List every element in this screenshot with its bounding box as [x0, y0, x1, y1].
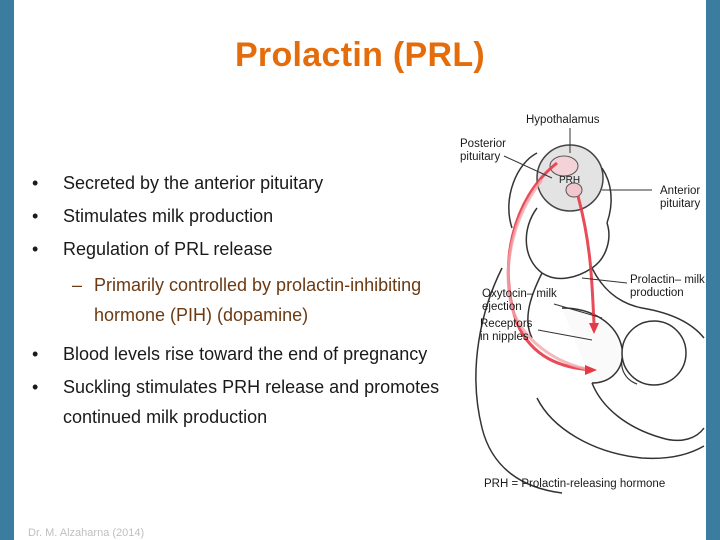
- label-receptors-in-nipples: Receptors in nipples: [480, 318, 533, 343]
- label-prolactin-milk-production: Prolactin– milk production: [630, 274, 705, 299]
- bullet-marker: •: [32, 344, 39, 364]
- sub-bullet-marker: –: [72, 275, 83, 295]
- slide: Prolactin (PRL) • Secreted by the anteri…: [14, 0, 706, 540]
- posterior-pituitary-pointer: [503, 155, 553, 179]
- slide-credit: Dr. M. Alzaharna (2014): [28, 527, 145, 539]
- bullet-list: • Secreted by the anterior pituitary • S…: [32, 168, 452, 435]
- label-hypothalamus: Hypothalamus: [526, 114, 600, 126]
- hypothalamus-shape: [549, 155, 579, 177]
- bullet-item: • Blood levels rise toward the end of pr…: [32, 339, 452, 369]
- sub-bullet-text: Primarily controlled by prolactin-inhibi…: [94, 275, 422, 325]
- bullet-text: Secreted by the anterior pituitary: [63, 173, 324, 193]
- oxytocin-pointer: [553, 303, 603, 319]
- bullet-marker: •: [32, 173, 39, 193]
- bullet-text: Stimulates milk production: [63, 206, 274, 226]
- bullet-text: Blood levels rise toward the end of preg…: [63, 344, 428, 364]
- mother-head-top-outline: [601, 167, 612, 224]
- label-legend: PRH = Prolactin-releasing hormone: [484, 478, 666, 490]
- lactation-diagram: Hypothalamus Posterior pituitary PRH Ant…: [442, 108, 706, 498]
- bullet-marker: •: [32, 239, 39, 259]
- bullet-marker: •: [32, 377, 39, 397]
- baby-head: [621, 320, 687, 386]
- bullet-text: Regulation of PRL release: [63, 239, 273, 259]
- sub-bullet-item: – Primarily controlled by prolactin-inhi…: [32, 270, 452, 330]
- mother-hair-outline: [508, 152, 538, 229]
- receptors-pointer: [537, 329, 593, 341]
- label-prh: PRH: [559, 175, 581, 186]
- prolactin-pointer: [581, 277, 628, 284]
- bullet-item: • Suckling stimulates PRH release and pr…: [32, 372, 452, 432]
- bullet-marker: •: [32, 206, 39, 226]
- bullet-item: • Regulation of PRL release: [32, 234, 452, 264]
- prolactin-arrow: [576, 195, 596, 324]
- oxytocin-arrowhead: [585, 365, 597, 375]
- mother-back-outline: [475, 267, 563, 494]
- mother-shoulder-outline: [591, 267, 705, 339]
- mother-arm-outline: [536, 397, 705, 460]
- mother-face-outline: [525, 207, 610, 280]
- label-oxytocin-milk-ejection: Oxytocin– milk ejection: [482, 288, 557, 313]
- baby-face: [621, 357, 638, 385]
- prolactin-arrowhead: [589, 323, 599, 334]
- bullet-item: • Stimulates milk production: [32, 201, 452, 231]
- nerve-signal-arrow: [506, 179, 593, 372]
- pituitary-shape: [565, 182, 583, 198]
- slide-title: Prolactin (PRL): [234, 36, 486, 74]
- diagram-illustration: [475, 128, 705, 494]
- bullet-text: Suckling stimulates PRH release and prom…: [63, 377, 440, 427]
- mother-neck-outline: [527, 272, 543, 339]
- label-posterior-pituitary: Posterior pituitary: [460, 138, 507, 163]
- baby-body-outline: [591, 382, 705, 442]
- bullet-item: • Secreted by the anterior pituitary: [32, 168, 452, 198]
- label-anterior-pituitary: Anterior pituitary: [660, 185, 701, 210]
